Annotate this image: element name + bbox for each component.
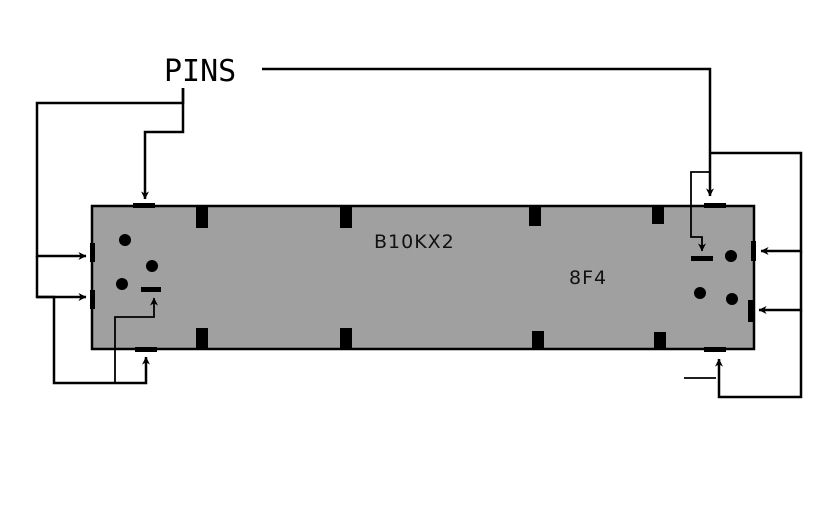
pin-pad-top-right (704, 203, 726, 208)
pin-pad-right-lower (748, 300, 753, 322)
pin-pad-left-upper (90, 243, 95, 262)
bottom-notches (196, 328, 666, 349)
top-notches (196, 206, 664, 228)
part-number-label: B10KX2 (374, 231, 455, 253)
date-code-label: 8F4 (569, 267, 607, 289)
leader-lines (35, 67, 803, 399)
pin-pad-bottom-right (704, 347, 726, 352)
pin-pads (90, 203, 756, 352)
pin-pad-bottom-left (135, 347, 157, 352)
pin-pad-right-upper (751, 241, 756, 261)
pin-pad-left-lower (90, 290, 95, 309)
pin-pad-top-left (133, 203, 155, 208)
pin-pad-inner-left (141, 287, 161, 292)
component-body (90, 204, 756, 351)
contact-dots (116, 234, 738, 305)
pin-pad-inner-right (691, 256, 713, 261)
pins-label: PINS (164, 54, 236, 89)
